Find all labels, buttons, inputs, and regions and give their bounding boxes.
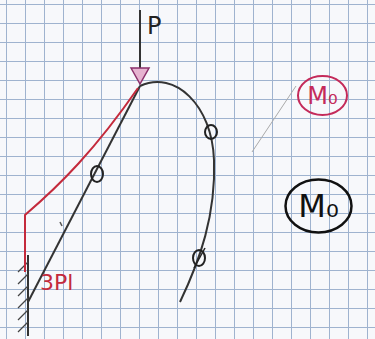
circled-moment: M₀ xyxy=(283,177,354,235)
curved-member xyxy=(140,82,214,302)
straight-member xyxy=(28,86,140,302)
zero-marker xyxy=(205,125,217,139)
load-label: P xyxy=(147,14,161,38)
moment-diagram xyxy=(25,88,138,272)
tick-mark xyxy=(60,222,62,226)
circled-moment: M₀ xyxy=(296,74,349,117)
moment-value: 3Pl xyxy=(40,272,73,294)
guide-line xyxy=(252,86,296,152)
moment-symbol: M₀ xyxy=(298,190,338,222)
support-wall xyxy=(27,255,29,336)
zero-marker xyxy=(91,166,103,182)
moment-symbol: M₀ xyxy=(307,84,337,108)
zero-marker-slash xyxy=(194,248,205,268)
support-hatching xyxy=(18,262,28,332)
load-arrowhead xyxy=(131,68,149,84)
